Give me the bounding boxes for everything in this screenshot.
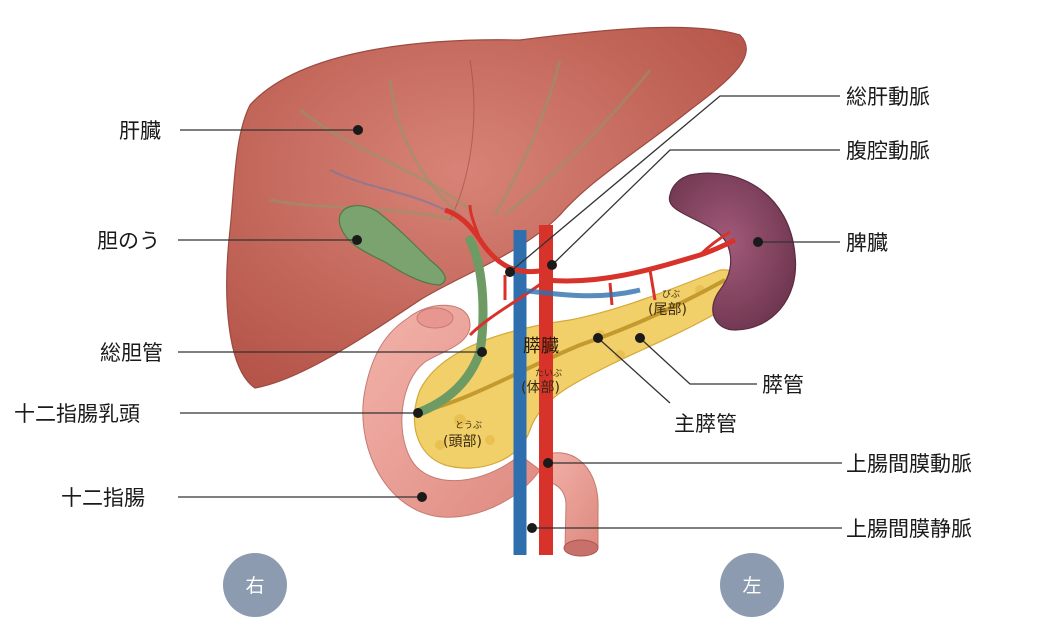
head-label: (頭部) <box>443 434 482 450</box>
left-side-label: 左 <box>742 575 761 597</box>
tail-reading: びぶ <box>662 289 680 300</box>
smv-label: 上腸間膜静脈 <box>846 517 972 541</box>
liver-organ <box>226 26 747 389</box>
spleen-label: 脾臓 <box>846 231 888 255</box>
pancreas-organ <box>413 269 743 469</box>
celiac-artery-label: 腹腔動脈 <box>846 139 930 163</box>
right-side-label: 右 <box>245 575 264 597</box>
common-bile-duct-label: 総胆管 <box>100 341 163 365</box>
body-label: (体部) <box>521 380 560 396</box>
gallbladder-label: 胆のう <box>97 229 160 253</box>
papilla-label: 十二指腸乳頭 <box>14 402 140 426</box>
blood-vessels <box>444 204 737 555</box>
head-reading: とうぶ <box>455 420 482 431</box>
right-side-badge: 右 <box>223 553 287 617</box>
duodenum-organ <box>362 304 599 557</box>
main-pancreatic-duct-label: 主膵管 <box>674 412 737 436</box>
leader-lines <box>178 95 842 533</box>
spleen-organ <box>668 172 797 331</box>
pancreas-label: 膵臓 <box>523 336 559 357</box>
liver-label: 肝臓 <box>119 119 161 143</box>
body-reading: たいぶ <box>535 368 562 379</box>
common-hepatic-artery-label: 総肝動脈 <box>846 85 930 109</box>
sma-label: 上腸間膜動脈 <box>846 452 972 476</box>
left-side-badge: 左 <box>720 553 784 617</box>
pancreatic-duct-label: 膵管 <box>762 373 804 397</box>
tail-label: (尾部) <box>648 302 687 318</box>
duodenum-label: 十二指腸 <box>61 486 145 510</box>
